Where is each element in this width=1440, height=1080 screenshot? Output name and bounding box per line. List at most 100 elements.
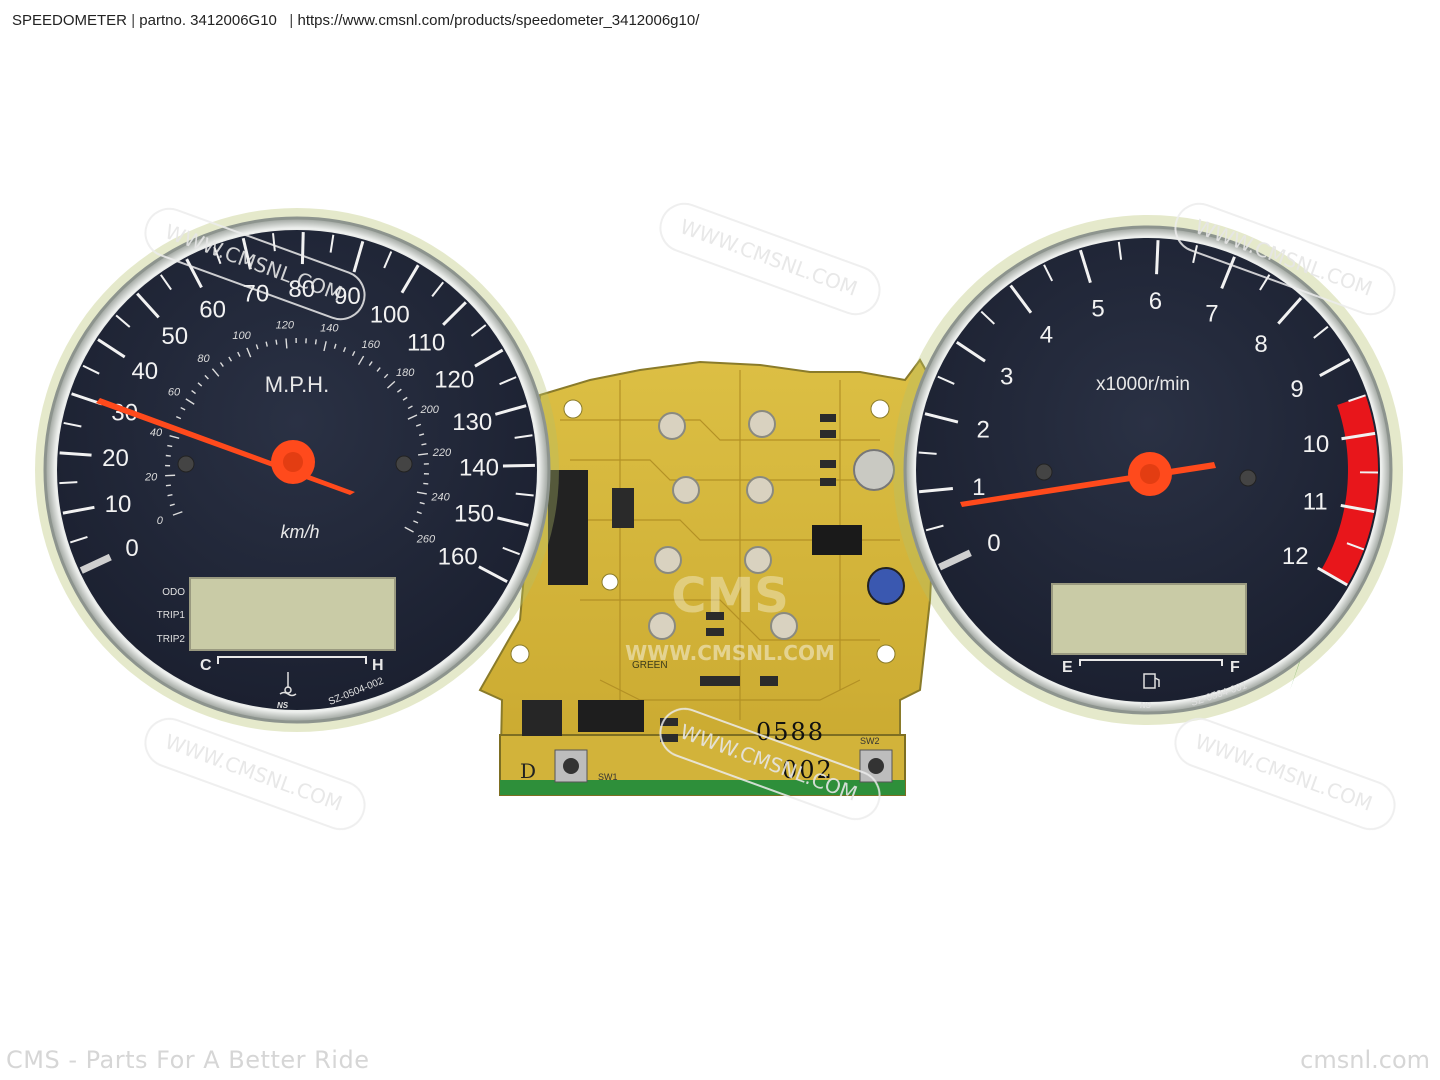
fuel-gauge-bar [1079,659,1223,666]
rpm-minor-tick [925,524,944,532]
rpm-major-tick [1319,358,1351,378]
kmh-tick [172,511,183,516]
tachometer-minor-ticks [918,241,1378,551]
mph-minor-tick [115,314,131,328]
caption-partno: partno. 3412006G10 [139,12,277,29]
redline-band [1321,395,1378,585]
mph-major-tick [400,264,420,294]
temp-gauge-bar [217,656,367,664]
switch-sw2[interactable] [859,749,893,783]
mph-tick-label: 0 [125,535,138,562]
kmh-tick-label: 180 [396,367,415,379]
mph-minor-tick [515,492,534,497]
rpm-minor-tick [937,375,955,385]
lcd-label-trip1: TRIP1 [157,610,186,621]
kmh-tick [383,373,389,379]
rpm-tick-label: 5 [1091,296,1104,323]
mph-minor-tick [499,376,517,386]
kmh-tick-label: 20 [144,471,158,483]
kmh-tick [416,511,422,515]
rpm-unit-label: x1000r/min [1096,374,1190,395]
fuel-low-label: E [1062,659,1073,676]
kmh-tick [169,434,180,439]
mph-minor-tick [431,281,445,298]
rpm-tick-label: 10 [1302,431,1329,458]
screw-icon [1239,469,1257,487]
rpm-minor-tick [918,451,937,455]
kmh-tick-label: 240 [430,492,450,504]
ic-chip-small [522,700,562,736]
serial-bottom: 002 [782,756,834,784]
speedometer-needle [96,398,355,495]
kmh-tick [255,344,259,350]
kmh-tick [417,453,429,456]
mph-major-tick [478,565,508,584]
tachometer-redline-zone [1321,395,1378,585]
mph-tick-label: 150 [454,500,494,527]
kmh-tick [418,433,425,436]
rpm-major-tick [1155,240,1160,275]
kmh-tick [386,380,396,389]
rpm-minor-tick [1117,241,1123,260]
caption-url[interactable]: https://www.cmsnl.com/products/speedomet… [297,12,700,29]
screw-icon [177,455,195,473]
kmh-tick [351,350,356,357]
mph-minor-tick [383,251,393,269]
screw-icon [1035,463,1053,481]
mph-tick-label: 70 [243,281,270,308]
kmh-tick [404,526,414,533]
rpm-major-tick [1277,297,1303,325]
mph-tick-label: 120 [434,366,474,393]
kmh-tick [237,351,241,357]
rpm-major-tick [955,340,986,363]
mph-major-tick [502,463,535,468]
rpm-minor-tick [1348,394,1366,403]
kmh-tick [396,388,402,393]
kmh-tick [167,494,173,497]
kmh-tick [333,343,337,349]
mph-tick-label: 20 [102,445,129,472]
lcd-label-trip2: TRIP2 [157,634,186,645]
kmh-tick [368,361,373,366]
serial-top: 0588 [756,718,825,746]
kmh-tick [165,454,171,457]
tachometer-brand-mark: NS [1140,701,1152,710]
kmh-tick [275,339,278,345]
temperature-icon [279,672,297,697]
fuel-pump-icon [1143,673,1160,689]
transistor [612,488,634,528]
rpm-tick-label: 9 [1290,376,1303,403]
mph-tick-label: 90 [334,283,361,310]
mph-minor-tick [502,546,520,556]
kmh-tick [413,520,419,524]
mph-tick-label: 50 [161,323,188,350]
kmh-tick [419,501,425,505]
kmh-tick [265,341,268,347]
watermark-logo: CMS [671,568,789,624]
kmh-tick [165,484,171,487]
mph-major-tick [185,258,203,289]
mph-minor-tick [213,246,222,265]
kmh-tick [402,396,408,401]
footer-site[interactable]: cmsnl.com [1300,1046,1430,1074]
kmh-tick [185,398,195,405]
kmh-tick [219,362,224,367]
watermark-text: WWW.CMSNL.COM [1192,729,1376,815]
mph-tick-label: 160 [438,543,478,570]
kmh-tick [323,341,327,352]
rpm-tick-label: 0 [987,530,1000,557]
lcd-label-odo: ODO [162,587,185,598]
watermark-center-text: WWW.CMSNL.COM [625,641,835,665]
kmh-tick [191,390,196,395]
kmh-tick-label: 140 [320,323,339,335]
switch-sw1[interactable] [554,749,588,783]
mph-label: M.P.H. [265,372,329,397]
mph-tick-label: 100 [370,301,410,328]
rpm-minor-tick [1346,542,1365,551]
rpm-major-tick [918,487,954,494]
kmh-tick [342,346,347,353]
kmh-tick-label: 200 [420,404,440,416]
